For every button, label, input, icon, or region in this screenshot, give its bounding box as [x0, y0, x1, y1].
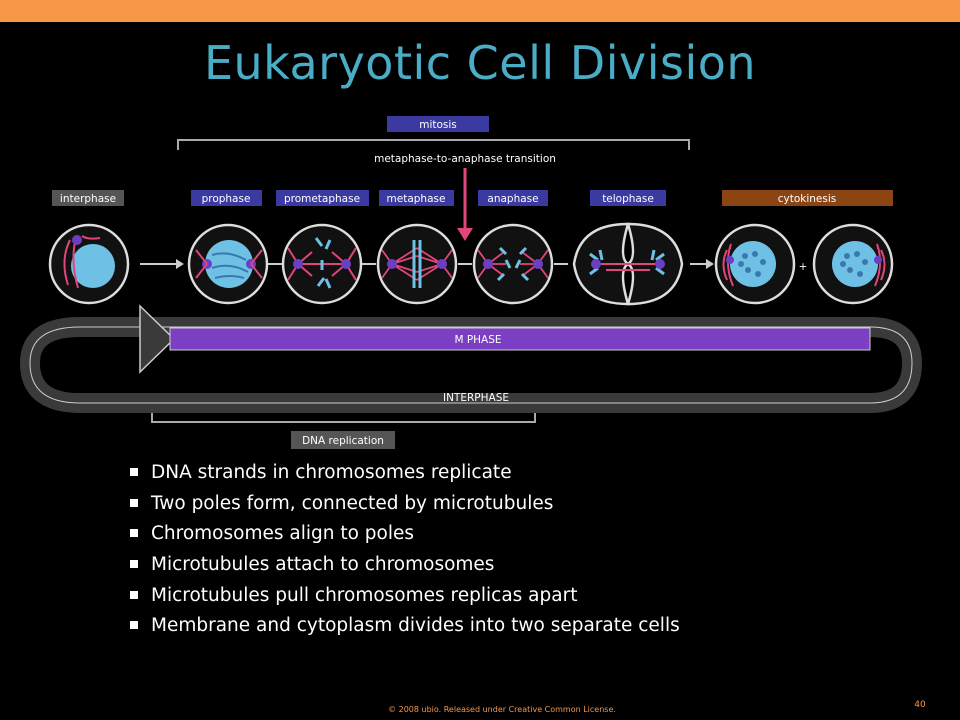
- m-phase-label: M PHASE: [454, 334, 501, 346]
- cell-anaphase: [472, 223, 554, 305]
- phase-box-interphase: [52, 190, 124, 206]
- slide-title: Eukaryotic Cell Division: [203, 36, 757, 90]
- phase-label-prometaphase: prometaphase: [284, 193, 360, 205]
- interphase-band-label: INTERPHASE: [443, 392, 509, 404]
- square-bullet-icon: [130, 560, 138, 569]
- copyright-footer: © 2008 ubio. Released under Creative Com…: [388, 705, 616, 714]
- bullet-item: Microtubules pull chromosomes replicas a…: [130, 581, 680, 612]
- bullet-item: DNA strands in chromosomes replicate: [130, 458, 680, 489]
- phase-box-prometaphase: [276, 190, 369, 206]
- phase-label-anaphase: anaphase: [487, 193, 538, 205]
- square-bullet-icon: [130, 529, 138, 538]
- square-bullet-icon: [130, 468, 138, 476]
- bullet-item: Two poles form, connected by microtubule…: [130, 489, 680, 520]
- bullet-list: DNA strands in chromosomes replicate Two…: [130, 458, 680, 642]
- cell-prometaphase: [281, 223, 363, 305]
- phase-label-interphase: interphase: [60, 193, 116, 205]
- dna-replication-box: [291, 431, 395, 449]
- square-bullet-icon: [130, 621, 138, 630]
- cell-cytokinesis-left: [714, 223, 796, 305]
- cycle-arrow-head: [139, 304, 176, 374]
- bullet-item: Chromosomes align to poles: [130, 519, 680, 550]
- bullet-item: Membrane and cytoplasm divides into two …: [130, 611, 680, 642]
- m-phase-bar: [169, 327, 871, 351]
- bullet-item: Microtubules attach to chromosomes: [130, 550, 680, 581]
- phase-label-telophase: telophase: [602, 193, 654, 205]
- plus-sign: +: [799, 261, 808, 273]
- cell-prophase: [187, 223, 269, 305]
- phase-box-prophase: [191, 190, 262, 206]
- phase-box-anaphase: [478, 190, 548, 206]
- dna-replication-label: DNA replication: [302, 435, 384, 447]
- mitosis-bracket: [177, 139, 690, 150]
- phase-box-cytokinesis: [722, 190, 893, 206]
- cell-metaphase: [376, 223, 458, 305]
- transition-arrow-head: [457, 228, 473, 241]
- phase-box-telophase: [590, 190, 666, 206]
- cell-telophase: [572, 222, 684, 306]
- mitosis-label-box: [387, 116, 489, 132]
- cell-cytokinesis-right: [812, 223, 894, 305]
- cell-interphase: [48, 223, 130, 305]
- cell-cycle-diagram: mitosis metaphase-to-anaphase transition…: [19, 116, 923, 449]
- phase-label-prophase: prophase: [202, 193, 251, 205]
- square-bullet-icon: [130, 590, 138, 599]
- top-accent-bar: [0, 0, 960, 22]
- dna-replication-bracket: [151, 413, 536, 423]
- square-bullet-icon: [130, 498, 138, 507]
- phase-label-cytokinesis: cytokinesis: [778, 193, 837, 205]
- page-number: 40: [914, 700, 926, 710]
- transition-label: metaphase-to-anaphase transition: [374, 153, 556, 165]
- phase-box-metaphase: [379, 190, 454, 206]
- phase-label-metaphase: metaphase: [387, 193, 446, 205]
- mitosis-label: mitosis: [419, 119, 457, 131]
